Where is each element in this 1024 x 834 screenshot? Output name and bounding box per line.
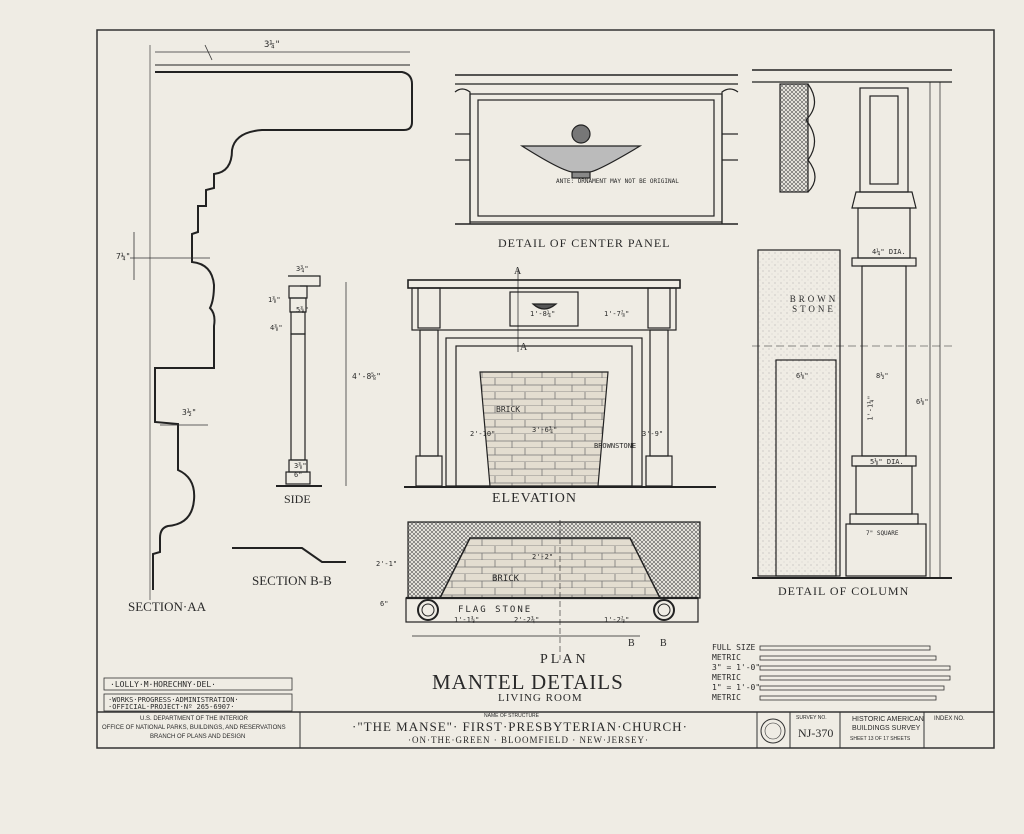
dim-side-1: 1⅜" <box>268 296 281 304</box>
index-caption: INDEX NO. <box>934 716 965 722</box>
dim-plan-6: 6" <box>380 600 389 608</box>
survey-number: NJ-370 <box>798 726 834 740</box>
dim-col-1: 6⅛" <box>796 372 809 380</box>
section-aa-dims <box>130 44 410 426</box>
brown-stone-label: BROWN STONE <box>789 294 839 314</box>
section-mark-a-bottom: A <box>520 342 528 353</box>
plan-drawing <box>405 520 701 660</box>
section-bb-drawing <box>232 547 346 563</box>
dim-plan-2: 2'-1" <box>376 560 398 568</box>
dim-side-height: 4'-8⅝" <box>352 372 381 381</box>
sheet-title: MANTEL DETAILS <box>432 670 624 694</box>
dim-plan-1: 2'-2" <box>532 553 554 561</box>
delineator: ·LOLLY·M·HORECHNY·DEL· <box>110 680 216 689</box>
side-label: SIDE <box>284 492 311 506</box>
dept-line-2: OFFICE OF NATIONAL PARKS, BUILDINGS, AND… <box>102 725 286 731</box>
flag-stone-label: FLAG STONE <box>458 605 533 615</box>
column-drawing <box>752 69 952 579</box>
habs-line-1: HISTORIC AMERICAN <box>852 716 924 723</box>
dim-plan-4: 2'-2¾" <box>514 616 540 624</box>
dim-elev-2: 1'-7⅞" <box>604 310 630 318</box>
dim-side-3: 4⅜" <box>270 324 283 332</box>
dim-plan-5: 1'-2⅞" <box>604 616 630 624</box>
dia-top-note: 4¼" DIA. <box>872 248 906 256</box>
scale-label-1: METRIC <box>712 653 741 662</box>
dim-side-2: 5⅜" <box>296 306 309 314</box>
dept-line-3: BRANCH OF PLANS AND DESIGN <box>150 734 246 740</box>
section-mark-a-top: A <box>514 266 522 277</box>
sheet-border <box>96 29 995 749</box>
graphic-scales <box>759 645 951 701</box>
dim-side-base2: 6" <box>294 471 303 479</box>
title-block-frame <box>97 677 994 748</box>
dim-elev-1: 1'-8¼" <box>530 310 556 318</box>
dim-elev-5: 3'-9" <box>642 430 664 438</box>
dim-side-top: 3¾" <box>296 265 309 273</box>
dim-elev-3: 3'-6¾" <box>532 426 558 434</box>
section-mark-b-right: B <box>660 638 667 649</box>
scale-label-4: 1" = 1'-0" <box>712 683 761 692</box>
scale-label-2: 3" = 1'-0" <box>712 663 761 672</box>
brownstone-label-elevation: BROWNSTONE <box>594 442 637 450</box>
brick-label-elevation: BRICK <box>496 405 521 414</box>
dim-col-2: 8½" <box>876 372 889 380</box>
square-note: 7" SQUARE <box>866 530 899 537</box>
center-panel-label: DETAIL OF CENTER PANEL <box>498 236 671 250</box>
sheet-number: SHEET 13 OF 17 SHEETS <box>850 736 911 742</box>
section-aa-label: SECTION·AA <box>128 599 206 614</box>
column-label: DETAIL OF COLUMN <box>778 584 910 598</box>
dim-plan-3: 1'-1⅜" <box>454 616 480 624</box>
scale-label-0: FULL SIZE <box>712 643 756 652</box>
dim-3-1-2: 3½" <box>182 408 197 417</box>
dim-side-base1: 3⅜" <box>294 462 307 470</box>
dim-col-3: 6⅛" <box>916 398 929 406</box>
structure-location: ·ON·THE·GREEN · BLOOMFIELD · NEW·JERSEY· <box>408 735 649 745</box>
wpa-line-1: ·WORKS·PROGRESS·ADMINISTRATION· <box>108 696 239 704</box>
ornament-note: ANTE: ORNAMENT MAY NOT BE ORIGINAL <box>556 178 679 185</box>
dim-7-1-4: 7¼" <box>116 252 131 261</box>
scale-label-3: METRIC <box>712 673 741 682</box>
name-of-structure-caption: NAME OF STRUCTURE <box>484 713 539 719</box>
structure-name: ·"THE MANSE"· FIRST·PRESBYTERIAN·CHURCH· <box>352 719 688 734</box>
section-aa-drawing <box>149 45 413 600</box>
section-mark-b-left: B <box>628 638 635 649</box>
elevation-label: ELEVATION <box>492 491 577 506</box>
sheet-subtitle: LIVING ROOM <box>498 692 583 704</box>
dept-line-1: U.S. DEPARTMENT OF THE INTERIOR <box>140 716 248 722</box>
survey-caption: SURVEY NO. <box>796 715 827 721</box>
section-bb-label: SECTION B-B <box>252 573 332 588</box>
scale-label-5: METRIC <box>712 693 741 702</box>
wpa-line-2: ·OFFICIAL·PROJECT·Nº 265-6907· <box>108 703 235 711</box>
brick-label-plan: BRICK <box>492 574 520 584</box>
dim-col-4: 1'-1¼" <box>866 395 875 421</box>
dim-elev-4: 2'-10" <box>470 430 496 438</box>
habs-line-2: BUILDINGS SURVEY <box>852 725 921 732</box>
dia-bot-note: 5⅛" DIA. <box>870 458 904 466</box>
center-panel-drawing <box>454 74 739 225</box>
side-drawing <box>276 275 347 487</box>
plan-label: PLAN <box>540 652 589 667</box>
elevation-drawing <box>404 268 716 488</box>
dim-top-width: 3¼" <box>264 40 281 50</box>
